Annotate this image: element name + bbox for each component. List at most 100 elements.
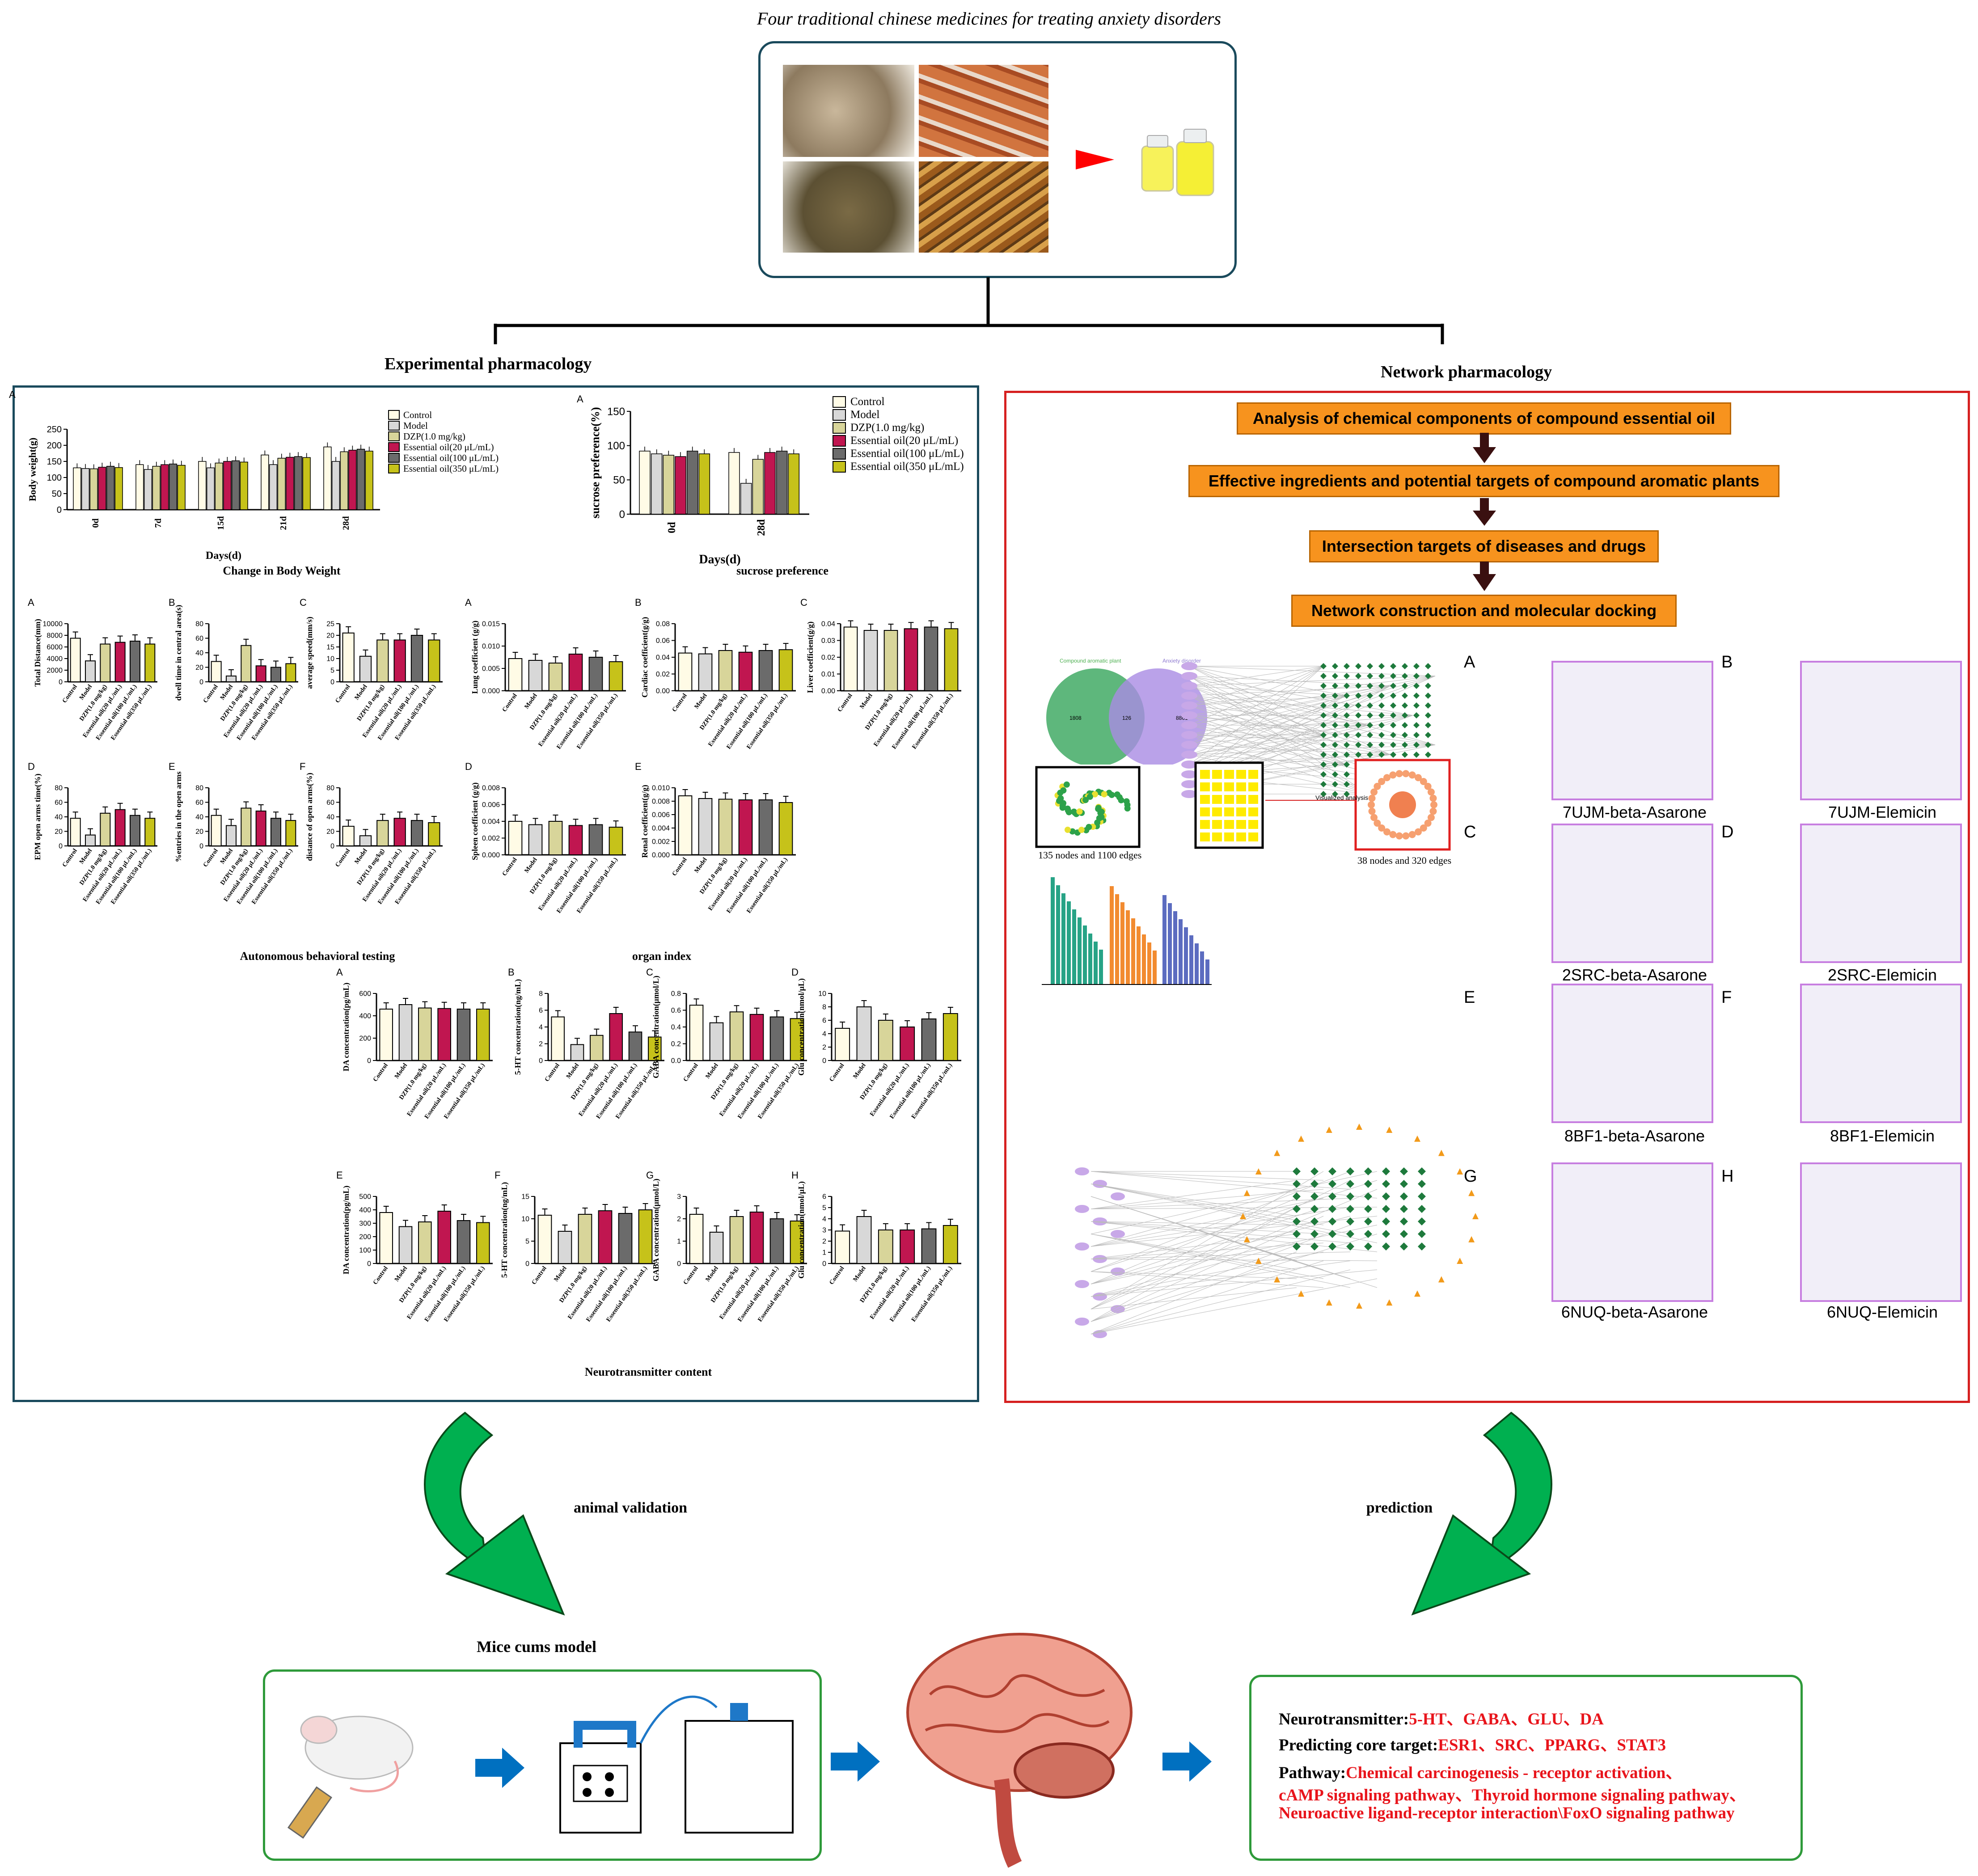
- target-node: [1346, 1180, 1354, 1188]
- docking-image-a: [1551, 661, 1713, 800]
- bar: [740, 483, 752, 515]
- network-edge: [1090, 1183, 1324, 1225]
- network-node: [1390, 732, 1396, 738]
- y-tick-label: 0: [59, 843, 63, 850]
- bar: [590, 1035, 604, 1061]
- network-node: [1355, 712, 1361, 718]
- cluster-node: [1212, 795, 1222, 804]
- network-node: [1378, 673, 1385, 679]
- cluster-node: [1236, 807, 1246, 816]
- go-bar: [1147, 942, 1151, 984]
- network-edge: [1090, 1269, 1351, 1335]
- bar: [651, 453, 663, 515]
- compound-node: [1111, 1268, 1125, 1276]
- network-node: [1332, 663, 1338, 669]
- neurotransmitter-label: Neurotransmitter:: [1279, 1710, 1409, 1728]
- target-node: [1364, 1180, 1372, 1188]
- cluster-node: [1200, 770, 1210, 779]
- y-tick-label: 0: [199, 843, 203, 850]
- network-node: [1425, 732, 1431, 738]
- compound-node: [1075, 1205, 1089, 1213]
- network-node: [1344, 702, 1350, 709]
- y-tick-label: 4: [539, 1024, 543, 1031]
- target-node: [1328, 1180, 1336, 1188]
- go-bar: [1115, 894, 1119, 984]
- panel-letter: C: [800, 597, 807, 608]
- network-node: [1332, 702, 1338, 709]
- cluster-node: [1224, 832, 1234, 841]
- panel-letter: C: [300, 597, 307, 608]
- bar: [663, 455, 675, 515]
- network-node: [1425, 722, 1431, 728]
- bar: [709, 1232, 724, 1264]
- cluster-node: [1200, 782, 1210, 791]
- y-tick-label: 0.03: [821, 637, 835, 645]
- target-node: [1418, 1180, 1426, 1188]
- target-node: [1364, 1217, 1372, 1225]
- cluster-node: [1248, 832, 1258, 841]
- hub-node: [1368, 794, 1376, 802]
- y-axis-label: 5-HT concentration(ng/mL): [513, 979, 523, 1075]
- y-axis-label: Liver coefficient(g/g): [806, 621, 815, 693]
- network-edge: [1090, 1207, 1324, 1284]
- pathway-node: [1438, 1149, 1445, 1156]
- ppi-node: [1118, 797, 1124, 803]
- network-node: [1355, 702, 1361, 709]
- core-target-line: Predicting core target:ESR1、SRC、PPARG、ST…: [1279, 1731, 1666, 1755]
- network-edge: [1090, 1171, 1324, 1181]
- go-bar: [1137, 926, 1141, 984]
- y-tick-label: 60: [195, 635, 203, 642]
- legend-entry: Essential oil(20 μL/mL): [833, 434, 964, 447]
- results-box: [1249, 1675, 1803, 1861]
- x-tick-label: 21d: [279, 516, 288, 530]
- pathway-node: [1298, 1135, 1304, 1142]
- target-node: [1364, 1230, 1372, 1238]
- network-edge: [1090, 1234, 1351, 1288]
- network-node: [1413, 722, 1420, 728]
- network-node: [1332, 742, 1338, 748]
- y-tick-label: 0: [367, 1057, 371, 1065]
- y-axis-label: DA concentration(pg/mL): [342, 983, 351, 1071]
- network-edge: [1090, 1180, 1297, 1209]
- network-node: [1390, 663, 1396, 669]
- section-title-experimental: Experimental pharmacology: [385, 355, 592, 373]
- x-axis-label: Days(d): [206, 550, 241, 562]
- y-tick-label: 0: [367, 1260, 371, 1268]
- ppi-node: [1078, 827, 1085, 833]
- network-node: [1413, 732, 1420, 738]
- target-node: [1382, 1217, 1390, 1225]
- network-node: [1355, 742, 1361, 748]
- bar: [638, 1209, 653, 1264]
- hub-node: [1368, 807, 1376, 815]
- target-node: [1310, 1242, 1319, 1251]
- network-node: [1402, 663, 1408, 669]
- y-tick-label: 5: [822, 1204, 826, 1212]
- network-node: [1390, 752, 1396, 758]
- bar: [944, 628, 959, 691]
- network-node: [1320, 752, 1327, 758]
- bar: [698, 798, 713, 855]
- network-edge: [1090, 1278, 1378, 1335]
- network-node: [1320, 722, 1327, 728]
- y-tick-label: 4: [822, 1216, 826, 1223]
- bar: [752, 459, 764, 515]
- compound-node: [1075, 1242, 1089, 1251]
- go-bar: [1205, 959, 1209, 984]
- legend-entry: DZP(1.0 mg/kg): [833, 421, 964, 434]
- x-tick-label: 28d: [756, 519, 767, 536]
- y-axis-label: Glu concentration(nmol/μL): [797, 1181, 806, 1279]
- bar: [728, 452, 740, 515]
- herb-photo-1: [783, 65, 914, 157]
- network-node: [1355, 693, 1361, 699]
- hub-node: [1378, 824, 1386, 832]
- y-tick-label: 0.000: [482, 688, 500, 695]
- y-tick-label: 0.008: [482, 785, 500, 792]
- pathway-label: Pathway:: [1279, 1764, 1346, 1782]
- pathway-node: [1386, 1126, 1393, 1133]
- bar: [678, 652, 693, 691]
- network-edge: [1090, 1259, 1378, 1261]
- target-node: [1293, 1217, 1301, 1225]
- bar: [790, 1221, 804, 1264]
- venn-left-count: 1808: [1069, 715, 1082, 721]
